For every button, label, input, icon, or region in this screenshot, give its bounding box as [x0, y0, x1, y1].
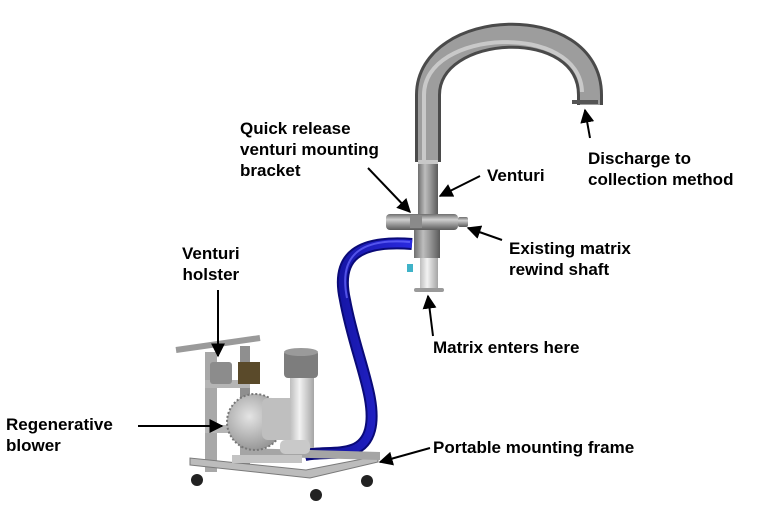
arrow-matrix-enters [422, 294, 437, 337]
label-rewind-shaft: Existing matrix rewind shaft [509, 238, 631, 280]
arrow-rewind-shaft [466, 225, 503, 241]
label-line: Venturi [182, 244, 240, 263]
label-discharge: Discharge to collection method [588, 148, 733, 190]
label-regenerative-blower: Regenerative blower [6, 414, 113, 456]
label-line: Matrix enters here [433, 338, 580, 357]
label-line: collection method [588, 170, 734, 189]
regenerative-blower [226, 348, 318, 454]
discharge-gooseneck [415, 22, 603, 162]
label-line: Venturi [487, 166, 545, 185]
arrow-quick-release [367, 167, 411, 214]
label-line: holster [182, 265, 240, 284]
quick-release-bracket [386, 214, 468, 230]
arrow-discharge [580, 108, 595, 139]
venturi-body [407, 160, 444, 292]
callout-arrows [138, 108, 595, 466]
label-line: blower [6, 436, 61, 455]
label-portable-frame: Portable mounting frame [433, 437, 634, 458]
label-quick-release-bracket: Quick release venturi mounting bracket [240, 118, 379, 181]
label-matrix-enters: Matrix enters here [433, 337, 579, 358]
label-venturi-holster: Venturi holster [182, 243, 240, 285]
label-line: Quick release [240, 119, 351, 138]
label-line: Portable mounting frame [433, 438, 635, 457]
label-line: Regenerative [6, 415, 113, 434]
label-line: bracket [240, 161, 301, 180]
venturi-holster [210, 362, 260, 384]
blue-hose [303, 237, 413, 461]
arrow-venturi [438, 175, 481, 197]
label-line: Existing matrix [509, 239, 631, 258]
arrow-frame [378, 447, 431, 466]
label-line: venturi mounting [240, 140, 379, 159]
label-line: Discharge to [588, 149, 691, 168]
label-line: rewind shaft [509, 260, 610, 279]
label-venturi: Venturi [487, 165, 545, 186]
